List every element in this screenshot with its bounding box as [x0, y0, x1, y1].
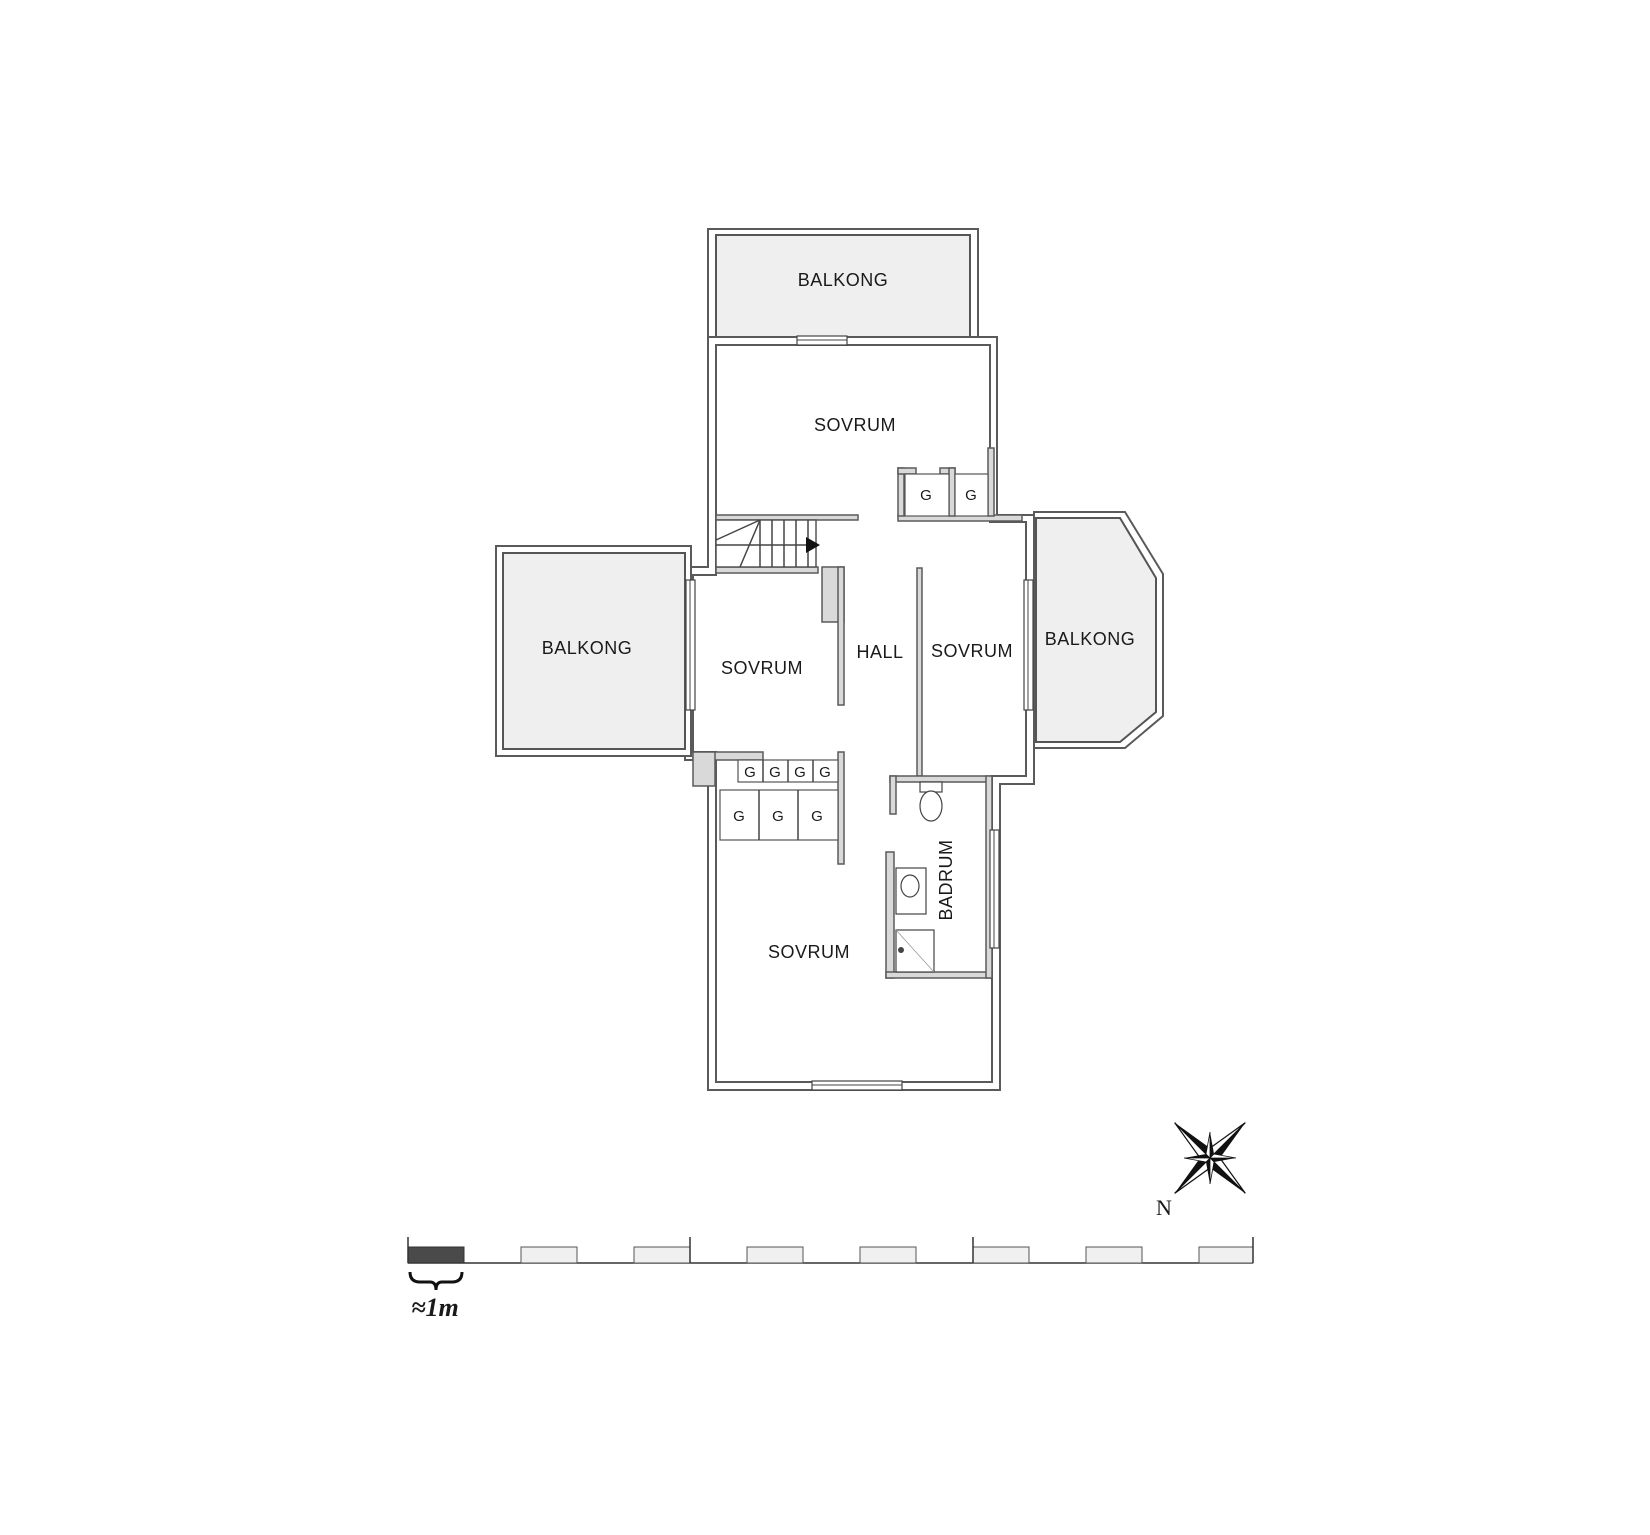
- balcony-right: [1033, 511, 1164, 749]
- room-label-balkong-left: BALKONG: [542, 638, 633, 658]
- closets-lower: [719, 789, 839, 841]
- room-label-sovrum-top: SOVRUM: [814, 415, 896, 435]
- shower-icon: [895, 929, 935, 973]
- closet-label: G: [920, 487, 932, 504]
- toilet-icon: [919, 781, 943, 822]
- balcony-top: [707, 228, 979, 338]
- room-label-sovrum-left: SOVRUM: [721, 658, 803, 678]
- closet-label: G: [965, 487, 977, 504]
- sink-icon: [895, 867, 927, 915]
- room-label-sovrum-bottom: SOVRUM: [768, 942, 850, 962]
- closet-label: G: [772, 808, 784, 825]
- room-label-sovrum-right: SOVRUM: [931, 641, 1013, 661]
- closets-top: [904, 473, 989, 517]
- windows: [685, 335, 1034, 1091]
- room-label-badrum: BADRUM: [936, 839, 956, 920]
- balcony-left: [495, 545, 692, 757]
- room-label-balkong-top: BALKONG: [798, 270, 889, 290]
- room-labels: BALKONG SOVRUM BALKONG SOVRUM HALL SOVRU…: [542, 270, 1136, 962]
- compass-north-label: N: [1156, 1195, 1172, 1220]
- closet-label: G: [794, 764, 806, 781]
- closet-labels: G G G G G G G G G: [733, 487, 977, 825]
- closet-label: G: [733, 808, 745, 825]
- closets-middle: [737, 759, 839, 783]
- closet-label: G: [744, 764, 756, 781]
- scale-label: ≈1m: [411, 1293, 459, 1322]
- staircase: [715, 519, 820, 568]
- closet-label: G: [819, 764, 831, 781]
- compass-rose-icon: [1174, 1122, 1246, 1194]
- room-label-balkong-right: BALKONG: [1045, 629, 1136, 649]
- closet-label: G: [769, 764, 781, 781]
- closet-label: G: [811, 808, 823, 825]
- room-label-hall: HALL: [856, 642, 903, 662]
- scale-bar: [407, 1237, 1254, 1291]
